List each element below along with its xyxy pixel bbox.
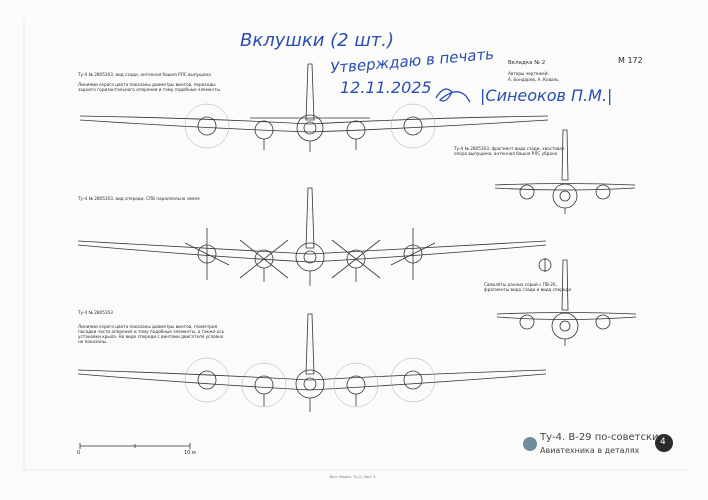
scale-ten: 10 м: [184, 450, 196, 456]
rear-view-top: [79, 63, 549, 152]
scale-zero: 0: [77, 450, 81, 456]
authors-label: Авторы чертежей:: [508, 71, 549, 76]
handwritten-signature-name: |Синеоков П.М.|: [480, 86, 613, 105]
caption-rear-view: Ту-4 № 2805103, вид сзади, антенная башн…: [78, 72, 211, 77]
page-code: М 172: [618, 56, 643, 65]
caption-front-view: Ту-4 № 2805103, вид спереди, СПВ паралле…: [78, 196, 200, 201]
signature-mark: [435, 88, 471, 103]
handwritten-date: 12.11.2025: [340, 78, 432, 97]
caption-rear-fragment: Ту-4 № 2805103, фрагмент вида сзади, хво…: [454, 146, 565, 157]
front-view-middle: [77, 187, 547, 286]
authors-names: А. Бондарев, А. Коваль: [508, 77, 559, 82]
front-view-bottom: [77, 313, 547, 412]
note-bottom: Линиями серого цвета показаны диаметры в…: [78, 324, 225, 345]
early-series-view: [496, 258, 637, 346]
rear-fragment-view: [494, 129, 636, 214]
insert-label: Вкладка № 2: [508, 60, 546, 66]
page-number-badge: [655, 434, 673, 452]
page-number: 4: [660, 437, 666, 447]
handwritten-inserts-note: Вклушки (2 шт.): [240, 30, 395, 51]
book-subtitle: Авиатехника в деталях: [540, 446, 640, 455]
publisher-logo: [523, 437, 537, 451]
scale-bar: [79, 443, 191, 449]
caption-early-series: Самолёты ранних серий с ПВ-20, фрагменты…: [484, 282, 572, 293]
book-title: Ту-4. В-29 по-советски: [540, 432, 659, 443]
caption-bottom-view: Ту-4 № 2805103: [78, 310, 113, 315]
note-top: Линиями серого цвета показаны диаметры в…: [78, 82, 222, 93]
footer-imprint: Вкл. Модел. Ту-4. Лист 4: [330, 475, 376, 479]
